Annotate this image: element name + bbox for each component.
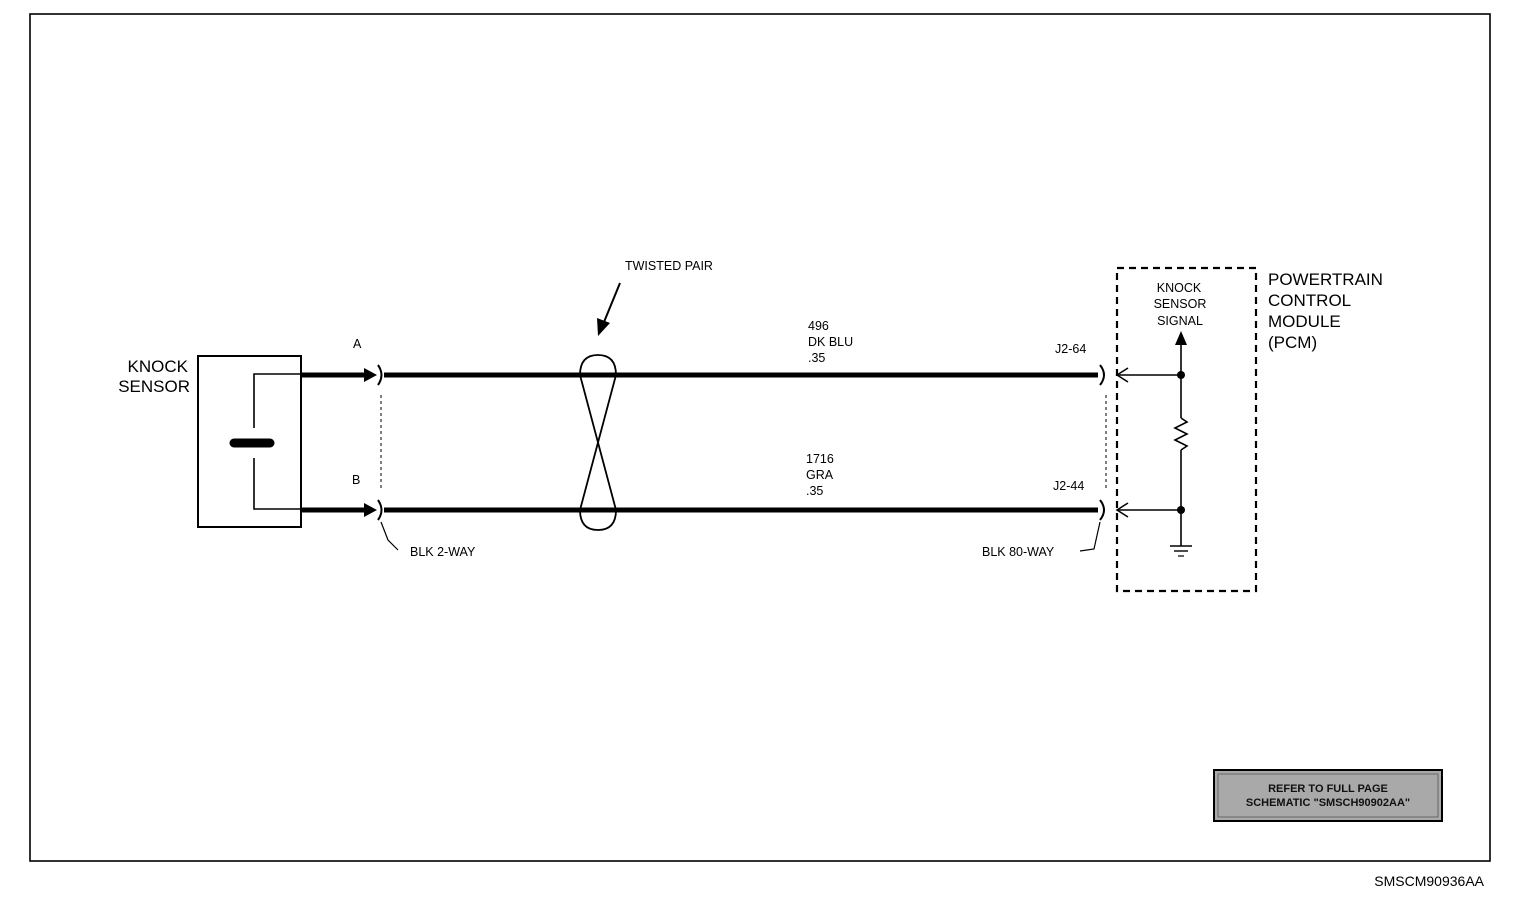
- pin-bottom-label: J2-44: [1053, 479, 1084, 493]
- pcm-label-2: CONTROL: [1268, 291, 1351, 310]
- figure-id: SMSCM90936AA: [1374, 873, 1484, 889]
- pcm-signal-label-1: KNOCK: [1157, 281, 1202, 295]
- wire-bottom-gauge: .35: [806, 484, 823, 498]
- signal-arrow-icon: [1175, 331, 1187, 345]
- diagram-frame: [29, 13, 1491, 862]
- wire-bottom-color: GRA: [806, 468, 834, 482]
- reference-line-2: SCHEMATIC "SMSCH90902AA": [1246, 797, 1410, 809]
- knock-sensor-label-1: KNOCK: [128, 357, 189, 376]
- ground-icon: [1170, 545, 1192, 557]
- pcm-boundary: [1115, 266, 1258, 593]
- reference-line-1: REFER TO FULL PAGE: [1268, 783, 1388, 795]
- pcm-signal-label-3: SIGNAL: [1157, 314, 1203, 328]
- wire-top-circuit: 496: [808, 319, 829, 333]
- knock-sensor-label-2: SENSOR: [118, 377, 190, 396]
- knock-sensor-box: [197, 355, 302, 528]
- pcm-module: KNOCK SENSOR SIGNAL: [1115, 266, 1258, 593]
- connector-left: BLK 2-WAY: [301, 364, 476, 559]
- terminal-a-label: A: [353, 337, 362, 351]
- resistor-icon: [1173, 417, 1189, 451]
- wire-top-gauge: .35: [808, 351, 825, 365]
- pin-top-label: J2-64: [1055, 342, 1086, 356]
- knock-sensor: KNOCK SENSOR: [118, 355, 302, 528]
- twisted-pair-label: TWISTED PAIR: [625, 259, 713, 273]
- pcm-label-1: POWERTRAIN: [1268, 270, 1383, 289]
- terminal-b-label: B: [352, 473, 360, 487]
- connector-left-label: BLK 2-WAY: [410, 545, 476, 559]
- connector-right-label: BLK 80-WAY: [982, 545, 1055, 559]
- wire-top-color: DK BLU: [808, 335, 853, 349]
- twisted-pair-symbol: TWISTED PAIR: [579, 259, 713, 531]
- wire-bottom-circuit: 1716: [806, 452, 834, 466]
- pcm-label-3: MODULE: [1268, 312, 1341, 331]
- pcm-label-4: (PCM): [1268, 333, 1317, 352]
- pcm-signal-label-2: SENSOR: [1154, 297, 1207, 311]
- reference-box: REFER TO FULL PAGE SCHEMATIC "SMSCH90902…: [1213, 769, 1443, 822]
- connector-right: BLK 80-WAY: [982, 364, 1181, 559]
